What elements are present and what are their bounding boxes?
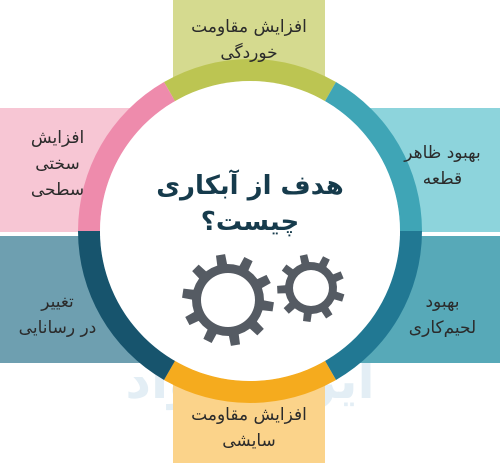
gear-small-hole [301, 278, 321, 298]
ring-segment-bottom-right [325, 231, 422, 380]
label-top-left: افزایش سختی سطحی [30, 128, 85, 200]
gear-icon-small [277, 254, 345, 322]
ring-segment-bottom [164, 360, 336, 403]
ring-segment-top [164, 59, 336, 102]
label-bottom: افزایش مقاومت سایشی [191, 405, 307, 451]
center-title: هدف از آبکاری چیست؟ [156, 171, 344, 237]
label-bottom-left: تغییر در رسانایی [18, 292, 97, 338]
label-bottom-right: بهبود لحیم‌کاری [408, 292, 477, 338]
label-top: افزایش مقاومت خوردگی [191, 17, 307, 63]
ring-segment-top-left [78, 82, 175, 231]
gear-icon-large [182, 254, 274, 346]
label-top-right: بهبود ظاهر قطعه [404, 143, 481, 189]
gear-large-hole [211, 283, 245, 317]
ring-segment-top-right [325, 82, 422, 231]
ring-segment-bottom-left [78, 231, 175, 380]
